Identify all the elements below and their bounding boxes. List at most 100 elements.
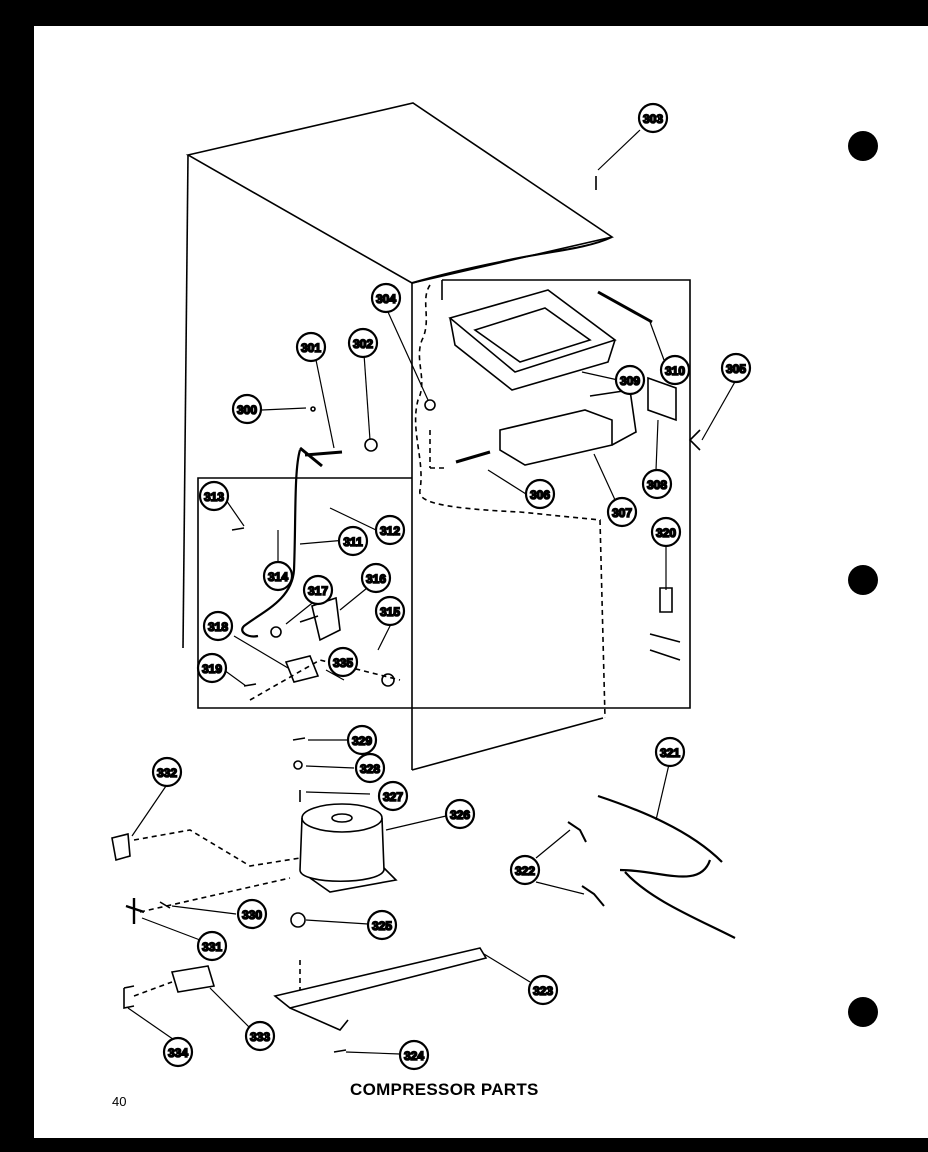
callout-328: 328: [354, 752, 386, 784]
callout-number: 329: [352, 734, 372, 748]
cabinet-outline: [182, 102, 614, 771]
callout-335: 335: [327, 646, 359, 678]
callout-number: 307: [612, 506, 632, 520]
callout-302: 302: [347, 327, 379, 359]
callout-number: 334: [168, 1046, 188, 1060]
callout-320: 320: [650, 516, 682, 548]
callout-321: 321: [654, 736, 686, 768]
callout-circle: [398, 1039, 430, 1071]
diagram-sheet: [34, 26, 904, 1138]
callout-circle: [337, 525, 369, 557]
callout-334: 334: [162, 1036, 194, 1068]
callout-circle: [196, 930, 228, 962]
callout-circle: [327, 646, 359, 678]
callout-number: 312: [380, 524, 400, 538]
callout-311: 311: [337, 525, 369, 557]
callout-326: 326: [444, 798, 476, 830]
callout-307: 307: [606, 496, 638, 528]
callout-322: 322: [509, 854, 541, 886]
callout-circle: [151, 756, 183, 788]
callout-312: 312: [374, 514, 406, 546]
callout-number: 320: [656, 526, 676, 540]
callout-number: 333: [250, 1030, 270, 1044]
callout-number: 324: [404, 1049, 424, 1063]
callout-331: 331: [196, 930, 228, 962]
callout-317: 317: [302, 574, 334, 606]
callout-circle: [244, 1020, 276, 1052]
callout-330: 330: [236, 898, 268, 930]
callout-circle: [650, 516, 682, 548]
callout-number: 328: [360, 762, 380, 776]
callout-304: 304: [370, 282, 402, 314]
callout-number: 322: [515, 864, 535, 878]
callout-circle: [302, 574, 334, 606]
callout-circle: [720, 352, 752, 384]
callout-number: 321: [660, 746, 680, 760]
callout-number: 332: [157, 766, 177, 780]
callout-circle: [377, 780, 409, 812]
callout-circle: [236, 898, 268, 930]
callout-circle: [295, 331, 327, 363]
page-number: 40: [112, 1094, 127, 1109]
callout-301: 301: [295, 331, 327, 363]
callout-circle: [196, 652, 228, 684]
callout-circle: [162, 1036, 194, 1068]
callout-circle: [360, 562, 392, 594]
callout-number: 335: [333, 656, 353, 670]
callout-number: 300: [237, 403, 257, 417]
callout-circle: [659, 354, 691, 386]
callout-circle: [614, 364, 646, 396]
binder-hole-bottom: [848, 997, 878, 1027]
water-tube: [241, 449, 302, 638]
ice-bucket: [448, 289, 617, 391]
callout-circle: [347, 327, 379, 359]
callout-number: 318: [208, 620, 228, 634]
callout-332: 332: [151, 756, 183, 788]
callout-316: 316: [360, 562, 392, 594]
callout-number: 311: [343, 535, 363, 549]
callout-number: 330: [242, 908, 262, 922]
callout-circle: [202, 610, 234, 642]
callout-number: 304: [376, 292, 396, 306]
left-hardware: [111, 829, 301, 924]
callout-number: 325: [372, 919, 392, 933]
callout-314: 314: [262, 560, 294, 592]
compressor: [299, 803, 398, 893]
callout-circle: [366, 909, 398, 941]
callout-number: 302: [353, 337, 373, 351]
callout-number: 317: [308, 584, 328, 598]
callout-number: 314: [268, 570, 288, 584]
right-page-edge: [904, 26, 928, 1138]
callout-306: 306: [524, 478, 556, 510]
grommet-and-clip: [123, 965, 216, 1009]
callout-number: 323: [533, 984, 553, 998]
callout-323: 323: [527, 974, 559, 1006]
callout-315: 315: [374, 595, 406, 627]
callout-327: 327: [377, 780, 409, 812]
shelf-bar: [597, 290, 653, 324]
callout-number: 306: [530, 488, 550, 502]
callout-310: 310: [659, 354, 691, 386]
callout-number: 305: [726, 362, 746, 376]
callout-number: 313: [204, 490, 224, 504]
small-hardware: [231, 176, 597, 1053]
callout-319: 319: [196, 652, 228, 684]
binder-hole-middle: [848, 565, 878, 595]
callout-number: 327: [383, 790, 403, 804]
callout-325: 325: [366, 909, 398, 941]
ice-maker-unit: [429, 389, 637, 469]
callout-number: 326: [450, 808, 470, 822]
wire-harness: [597, 794, 736, 939]
callout-circle: [654, 736, 686, 768]
callout-309: 309: [614, 364, 646, 396]
callout-number: 316: [366, 572, 386, 586]
callout-circle: [231, 393, 263, 425]
callout-305: 305: [720, 352, 752, 384]
callout-318: 318: [202, 610, 234, 642]
callout-circle: [641, 468, 673, 500]
callout-circle: [374, 595, 406, 627]
callout-303: 303: [637, 102, 669, 134]
callout-number: 331: [202, 940, 222, 954]
